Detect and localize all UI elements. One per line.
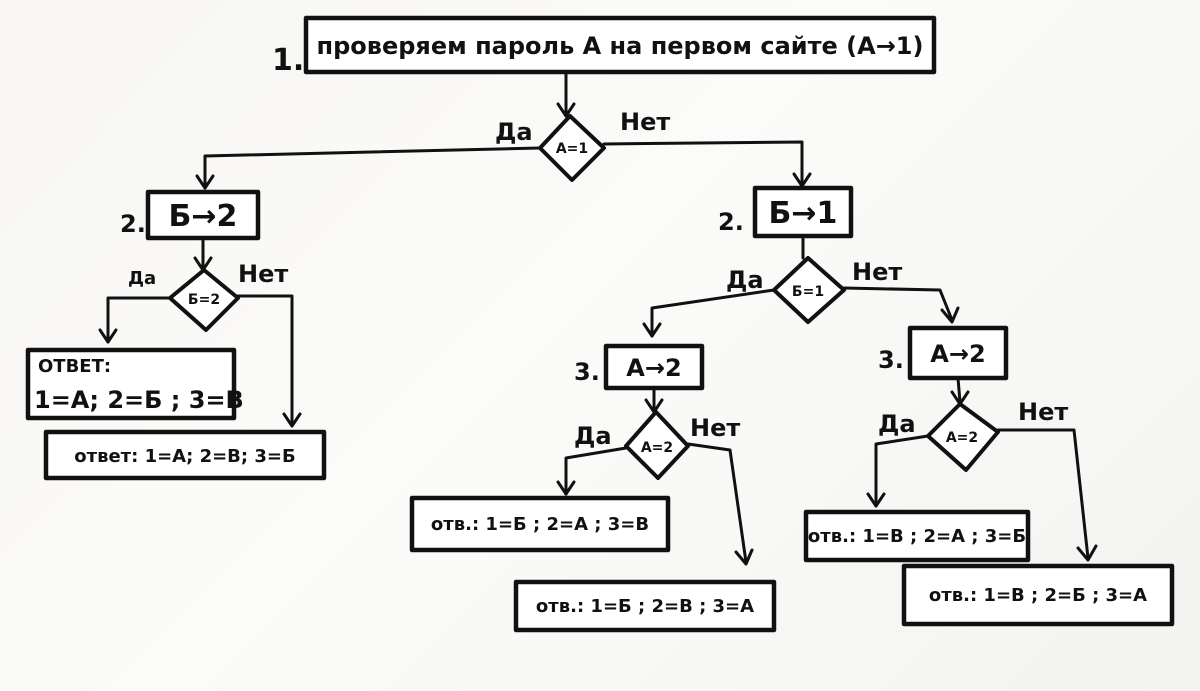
right-left-yes-answer-text: отв.: 1=Б ; 2=А ; 3=В — [431, 514, 649, 535]
arrow-head — [866, 492, 886, 508]
right-right-step-text: А→2 — [930, 340, 985, 368]
arrow-head — [98, 328, 118, 344]
right-no-label: Нет — [852, 258, 902, 286]
right-left-step-box — [603, 343, 705, 391]
right-left-yes-answer-box — [409, 495, 671, 553]
connector — [650, 288, 776, 338]
step-number-2-right: 2. — [718, 208, 744, 236]
arrow-head — [282, 412, 302, 428]
connector — [996, 428, 1090, 560]
arrow-head — [195, 174, 215, 190]
right-left-decision-diamond — [624, 410, 690, 480]
right-yes-label: Да — [726, 266, 764, 294]
arrow-head — [642, 322, 662, 338]
step-number-1: 1. — [272, 43, 304, 78]
step-number-3-b: 3. — [878, 346, 904, 374]
left-yes-answer-box — [25, 347, 237, 421]
step-number-3-a: 3. — [574, 358, 600, 386]
left-no-answer-text: ответ: 1=А; 2=В; 3=Б — [74, 446, 295, 467]
root-no-label: Нет — [620, 108, 670, 136]
left-decision-diamond — [168, 268, 240, 332]
step-number-2-left: 2. — [120, 210, 146, 238]
left-step-text: Б→2 — [169, 199, 238, 234]
root-yes-label: Да — [495, 118, 533, 146]
connector — [602, 140, 804, 188]
right-right-yes-answer-text: отв.: 1=В ; 2=А ; 3=Б — [808, 526, 1026, 547]
right-right-no-answer-text: отв.: 1=В ; 2=Б ; 3=А — [929, 585, 1147, 606]
arrow-head — [556, 480, 576, 496]
connector — [236, 294, 294, 428]
right-right-yes-answer-box — [803, 509, 1031, 563]
right-right-decision-text: А=2 — [946, 430, 978, 446]
right-left-yes-label: Да — [574, 422, 612, 450]
right-left-no-answer-box — [513, 579, 777, 633]
connector — [564, 446, 628, 496]
right-decision-text: Б=1 — [792, 284, 824, 300]
right-left-no-answer-text: отв.: 1=Б ; 2=В ; 3=А — [536, 596, 754, 617]
right-left-step-text: А→2 — [626, 354, 681, 382]
left-yes-answer-text: 1=А; 2=Б ; 3=В — [34, 386, 244, 414]
right-step-text: Б→1 — [769, 196, 838, 231]
right-left-no-label: Нет — [690, 414, 740, 442]
connector — [956, 376, 962, 404]
left-step-box — [145, 189, 261, 241]
arrow-head — [734, 548, 754, 566]
connector — [842, 286, 954, 322]
root-step-box — [303, 15, 937, 75]
left-no-answer-box — [43, 429, 327, 481]
arrow-head — [556, 102, 576, 118]
connector — [686, 442, 748, 564]
right-right-step-box — [907, 325, 1009, 381]
connector — [203, 146, 542, 190]
left-decision-text: Б=2 — [188, 292, 220, 308]
right-left-decision-text: А=2 — [641, 440, 673, 456]
right-right-no-label: Нет — [1018, 398, 1068, 426]
right-right-no-answer-box — [901, 563, 1175, 627]
right-right-decision-diamond — [926, 402, 1000, 472]
right-decision-diamond — [772, 256, 846, 324]
arrow-head — [940, 306, 960, 324]
left-yes-label: Да — [128, 268, 156, 289]
left-no-label: Нет — [238, 260, 288, 288]
right-right-yes-label: Да — [878, 410, 916, 438]
left-yes-answer-title: ОТВЕТ: — [38, 356, 111, 377]
right-step-box — [752, 185, 854, 239]
arrow-head — [1076, 544, 1098, 562]
connector — [106, 296, 172, 344]
root-decision-text: А=1 — [556, 141, 588, 157]
root-step-text: проверяем пароль А на первом сайте (А→1) — [317, 32, 924, 60]
root-decision-diamond — [538, 114, 606, 182]
connector — [874, 434, 930, 508]
